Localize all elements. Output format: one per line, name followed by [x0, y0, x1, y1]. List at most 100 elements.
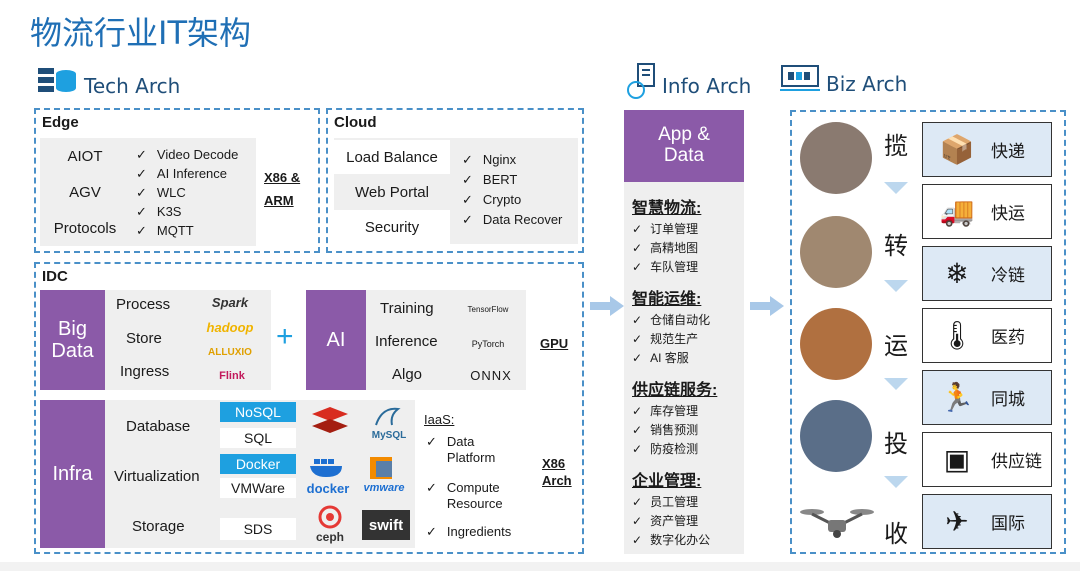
service-label: 快运 — [991, 204, 1025, 223]
redis-icon — [310, 405, 350, 439]
flink-logo: Flink — [219, 370, 245, 382]
hadoop-logo: hadoop — [206, 319, 254, 335]
stage-label: 收 — [884, 521, 908, 548]
service-label: 冷链 — [991, 266, 1025, 285]
page-title: 物流行业IT架构 — [30, 14, 251, 52]
info-group-item: 仓储自动化 — [632, 311, 744, 330]
plus-sign: + — [276, 320, 294, 353]
tag-sds: SDS — [220, 518, 296, 540]
arrow-down-icon — [884, 280, 908, 292]
service-row: 🌡 医药 — [922, 308, 1052, 363]
docker-whale-icon — [308, 455, 348, 479]
cloud-check-item: Crypto — [462, 190, 562, 210]
info-group-item: AI 客服 — [632, 349, 744, 368]
info-group-item: 库存管理 — [632, 402, 744, 421]
cloud-check-item: BERT — [462, 170, 562, 190]
info-group-item: 订单管理 — [632, 220, 744, 239]
iaas-label: IaaS: — [424, 412, 455, 427]
vmware-square-icon — [368, 455, 398, 481]
edge-check-item: Video Decode — [136, 145, 238, 164]
stage-label: 投 — [884, 431, 908, 458]
service-label: 医药 — [991, 328, 1025, 347]
stage-label: 运 — [884, 333, 908, 360]
service-row: 🚚 快运 — [922, 184, 1052, 239]
edge-platform-line2: ARM — [264, 193, 294, 208]
spark-logo: Spark — [211, 294, 249, 310]
onnx-logo: ONNX — [470, 367, 512, 383]
bigdata-line2: Data — [51, 340, 94, 362]
dashboard-icon — [780, 64, 820, 92]
info-group: 企业管理: 员工管理 资产管理 数字化办公 — [624, 467, 744, 550]
edge-check-item: WLC — [136, 183, 238, 202]
infra-item-storage: Storage — [132, 518, 185, 535]
edge-check-item: AI Inference — [136, 164, 238, 183]
bigdata-bg — [105, 290, 271, 390]
ai-item-algo: Algo — [392, 366, 423, 383]
info-group-item: 销售预测 — [632, 421, 744, 440]
idc-label: IDC — [42, 268, 68, 285]
info-arch-label: Info Arch — [662, 74, 752, 98]
network-boxes-icon: ▣ — [943, 444, 971, 475]
ai-item-inference: Inference — [375, 333, 438, 350]
service-row: ✈ 国际 — [922, 494, 1052, 549]
pytorch-logo: PyTorch — [471, 339, 505, 349]
cloud-check-item: Data Recover — [462, 210, 562, 230]
drone-icon — [798, 502, 876, 542]
tag-nosql: NoSQL — [220, 402, 296, 422]
ai-item-training: Training — [380, 300, 434, 317]
bigdata-item-store: Store — [126, 330, 162, 347]
infra-platform-line1: X86 — [542, 456, 566, 471]
service-label: 供应链 — [991, 452, 1042, 471]
arrow-down-icon — [884, 378, 908, 390]
info-doc-icon — [626, 62, 658, 100]
infra-item-virtualization: Virtualization — [114, 468, 200, 485]
cloud-label: Cloud — [334, 114, 377, 131]
info-group-title: 供应链服务: — [632, 382, 718, 399]
alluxio-logo: ALLUXIO — [208, 346, 252, 358]
service-label: 快递 — [991, 142, 1025, 161]
package-icon: 📦 — [939, 134, 975, 165]
biz-box — [790, 110, 1066, 554]
gpu-label: GPU — [540, 336, 569, 351]
tag-sql: SQL — [220, 428, 296, 448]
cold-truck-icon: ❄ — [945, 258, 969, 289]
ai-block: AI — [306, 290, 366, 390]
edge-item-agv: AGV — [40, 174, 130, 210]
info-group-item: 高精地图 — [632, 239, 744, 258]
swift-logo: swift — [362, 510, 410, 540]
arrow-down-icon — [884, 476, 908, 488]
iaas-check-item: Ingredients — [446, 524, 512, 539]
service-row: 📦 快递 — [922, 122, 1052, 177]
stage-label: 揽 — [884, 133, 908, 160]
info-group-item: 规范生产 — [632, 330, 744, 349]
edge-platform-line1: X86 & — [264, 170, 301, 185]
stage-photo-sort — [800, 216, 872, 288]
info-header: App &Data — [624, 110, 744, 182]
edge-box — [34, 108, 320, 253]
iaas-check-item: Compute Resource — [446, 480, 503, 511]
info-group-item: 员工管理 — [632, 493, 744, 512]
info-group-item: 数字化办公 — [632, 531, 744, 550]
infra-platform-line2: Arch — [542, 473, 572, 488]
tag-vmware: VMWare — [220, 478, 296, 498]
iaas-checks: ✓Data Platform ✓Compute Resource ✓Ingred… — [426, 434, 534, 540]
service-row: 🏃 同城 — [922, 370, 1052, 425]
ceph-icon — [318, 505, 342, 529]
iaas-check-item: Data Platform — [446, 434, 496, 465]
truck-icon: 🚚 — [939, 196, 975, 227]
cloud-check-item: Nginx — [462, 150, 562, 170]
info-group-title: 智慧物流: — [632, 200, 702, 217]
airplane-icon: ✈ — [945, 506, 969, 537]
idc-box — [34, 262, 584, 554]
info-group-title: 智能运维: — [632, 291, 702, 308]
info-group: 智慧物流: 订单管理 高精地图 车队管理 — [624, 194, 744, 277]
info-group: 智能运维: 仓储自动化 规范生产 AI 客服 — [624, 285, 744, 368]
edge-item-aiot: AIOT — [40, 138, 130, 174]
running-courier-icon: 🏃 — [939, 382, 975, 413]
bigdata-item-process: Process — [116, 296, 171, 313]
stage-photo-pickup — [800, 122, 872, 194]
edge-checks: Video Decode AI Inference WLC K3S MQTT — [136, 145, 238, 240]
edge-item-protocols: Protocols — [40, 210, 130, 246]
info-header-line1: App & — [658, 124, 710, 146]
